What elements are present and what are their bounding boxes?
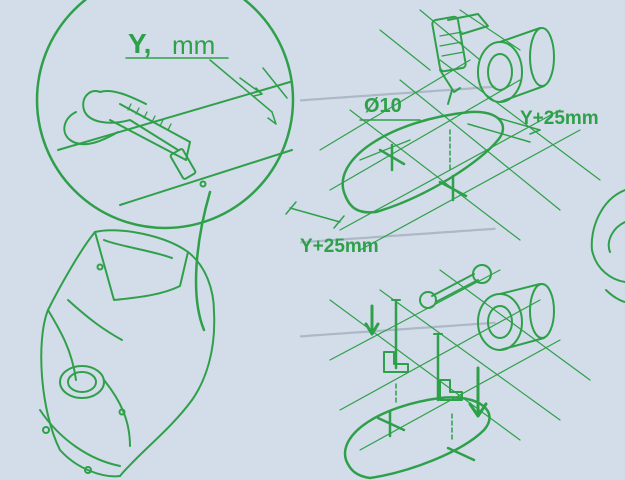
floor-brackets bbox=[383, 351, 463, 441]
down-arrows bbox=[364, 304, 488, 418]
pipe-connector-bottom bbox=[477, 283, 555, 351]
floor-grid-bottom bbox=[329, 269, 591, 451]
pipe-connector-top bbox=[477, 27, 555, 103]
bowl-outline-bottom bbox=[343, 396, 491, 480]
hole-marks-top bbox=[378, 129, 468, 202]
offset-left-label: Y+25mm bbox=[300, 236, 379, 257]
hole-marks-bottom bbox=[376, 410, 476, 462]
magnifier-detail bbox=[35, 0, 295, 230]
wrench-icon bbox=[419, 264, 492, 309]
measure-variable-label: Y, bbox=[128, 28, 152, 59]
floor-grid-top bbox=[319, 9, 601, 251]
toilet-pan bbox=[39, 229, 216, 478]
hole-diameter-label: Ø10 bbox=[364, 95, 402, 117]
drill-icon bbox=[431, 13, 489, 105]
magnifier-leader bbox=[194, 190, 212, 332]
fixing-screws bbox=[391, 299, 443, 402]
dimension-top bbox=[285, 117, 541, 229]
measure-unit-label: mm bbox=[172, 30, 216, 60]
tape-measure-icon bbox=[63, 90, 207, 188]
bowl-outline-top bbox=[341, 110, 505, 214]
edge-cropped-object bbox=[590, 189, 625, 303]
offset-right-label: Y+25mm bbox=[520, 108, 599, 129]
